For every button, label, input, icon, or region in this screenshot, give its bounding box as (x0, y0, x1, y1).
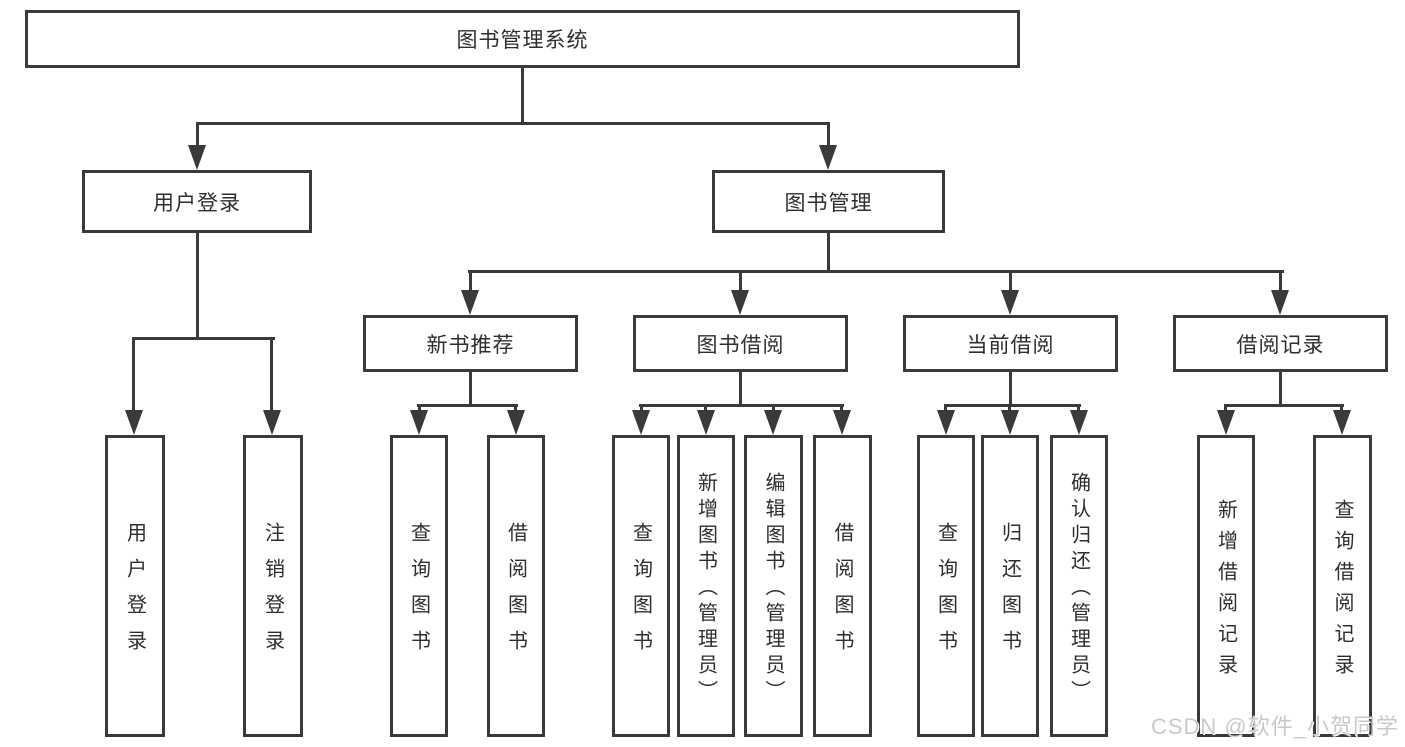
arrowhead-current-return (1001, 410, 1019, 435)
edge-recommend-drop2 (514, 404, 517, 414)
arrowhead-recommend-query (410, 410, 428, 435)
leaf-borrow-borrow-books: 借阅图书 (813, 435, 872, 737)
arrowhead-current-borrow (1001, 290, 1019, 315)
arrowhead-borrow-add (697, 410, 715, 435)
arrowhead-borrow-borrow (833, 410, 851, 435)
node-current-borrow: 当前借阅 (903, 315, 1118, 372)
edge-bookmgmt-drop1 (469, 270, 472, 292)
edge-borrow-drop2 (704, 404, 707, 414)
node-borrow-records: 借阅记录 (1173, 315, 1388, 372)
leaf-records-query-record: 查询借阅记录 (1313, 435, 1372, 737)
edge-userlogin-drop1 (132, 337, 135, 412)
edge-current-trunk (1009, 371, 1012, 407)
arrowhead-book-management (819, 145, 837, 170)
arrowhead-leaf-user-login (125, 410, 143, 435)
node-book-borrow: 图书借阅 (633, 315, 848, 372)
leaf-current-query-books: 查询图书 (917, 435, 975, 737)
edge-bookmgmt-drop3 (1009, 270, 1012, 292)
edge-root-drop-user (196, 122, 199, 150)
edge-bookmgmt-drop4 (1279, 270, 1282, 292)
node-new-book-recommend: 新书推荐 (363, 315, 578, 372)
node-book-management: 图书管理 (712, 170, 945, 233)
leaf-records-add-record: 新增借阅记录 (1197, 435, 1255, 737)
edge-borrow-bar (639, 404, 844, 407)
arrowhead-recommend-borrow (507, 410, 525, 435)
edge-current-drop3 (1077, 404, 1080, 414)
node-user-login: 用户登录 (82, 170, 312, 233)
edge-current-bar (944, 404, 1081, 407)
edge-userlogin-drop2 (270, 337, 273, 412)
edge-bookmgmt-drop2 (739, 270, 742, 292)
arrowhead-leaf-logout (263, 410, 281, 435)
leaf-borrow-edit-books-admin: 编辑图书（管理员） (744, 435, 803, 737)
edge-records-trunk (1279, 371, 1282, 407)
edge-current-drop2 (1008, 404, 1011, 414)
edge-borrow-trunk (739, 371, 742, 407)
arrowhead-records-add (1217, 410, 1235, 435)
arrowhead-current-confirm (1070, 410, 1088, 435)
edge-records-drop2 (1340, 404, 1343, 414)
leaf-recommend-query-books: 查询图书 (390, 435, 448, 737)
edge-borrow-drop3 (772, 404, 775, 414)
arrowhead-current-query (937, 410, 955, 435)
arrowhead-user-login (188, 145, 206, 170)
arrowhead-borrow-records (1271, 290, 1289, 315)
edge-root-trunk (521, 67, 524, 124)
leaf-logout: 注销登录 (243, 435, 303, 737)
edge-recommend-trunk (469, 371, 472, 407)
edge-records-bar (1224, 404, 1344, 407)
edge-bookmgmt-bar (468, 270, 1284, 273)
arrowhead-borrow-query (632, 410, 650, 435)
edge-recommend-bar (417, 404, 518, 407)
leaf-borrow-add-books-admin: 新增图书（管理员） (677, 435, 735, 737)
leaf-recommend-borrow-books: 借阅图书 (487, 435, 545, 737)
edge-borrow-drop1 (640, 404, 643, 414)
arrowhead-new-book-recommend (461, 290, 479, 315)
watermark: CSDN @软件_小贺同学 (1150, 714, 1399, 739)
arrowhead-records-query (1333, 410, 1351, 435)
edge-borrow-drop4 (840, 404, 843, 414)
edge-current-drop1 (944, 404, 947, 414)
edge-recommend-drop1 (418, 404, 421, 414)
leaf-current-confirm-return-admin: 确认归还（管理员） (1050, 435, 1108, 737)
node-root: 图书管理系统 (25, 10, 1020, 68)
edge-userlogin-bar (132, 337, 275, 340)
edge-records-drop1 (1224, 404, 1227, 414)
leaf-borrow-query-books: 查询图书 (612, 435, 670, 737)
arrowhead-book-borrow (731, 290, 749, 315)
edge-userlogin-trunk (196, 232, 199, 339)
edge-root-drop-bookmgmt (827, 122, 830, 150)
arrowhead-borrow-edit (764, 410, 782, 435)
leaf-user-login: 用户登录 (105, 435, 165, 737)
edge-root-bar (196, 122, 830, 125)
edge-bookmgmt-trunk (827, 232, 830, 272)
leaf-current-return-books: 归还图书 (981, 435, 1039, 737)
